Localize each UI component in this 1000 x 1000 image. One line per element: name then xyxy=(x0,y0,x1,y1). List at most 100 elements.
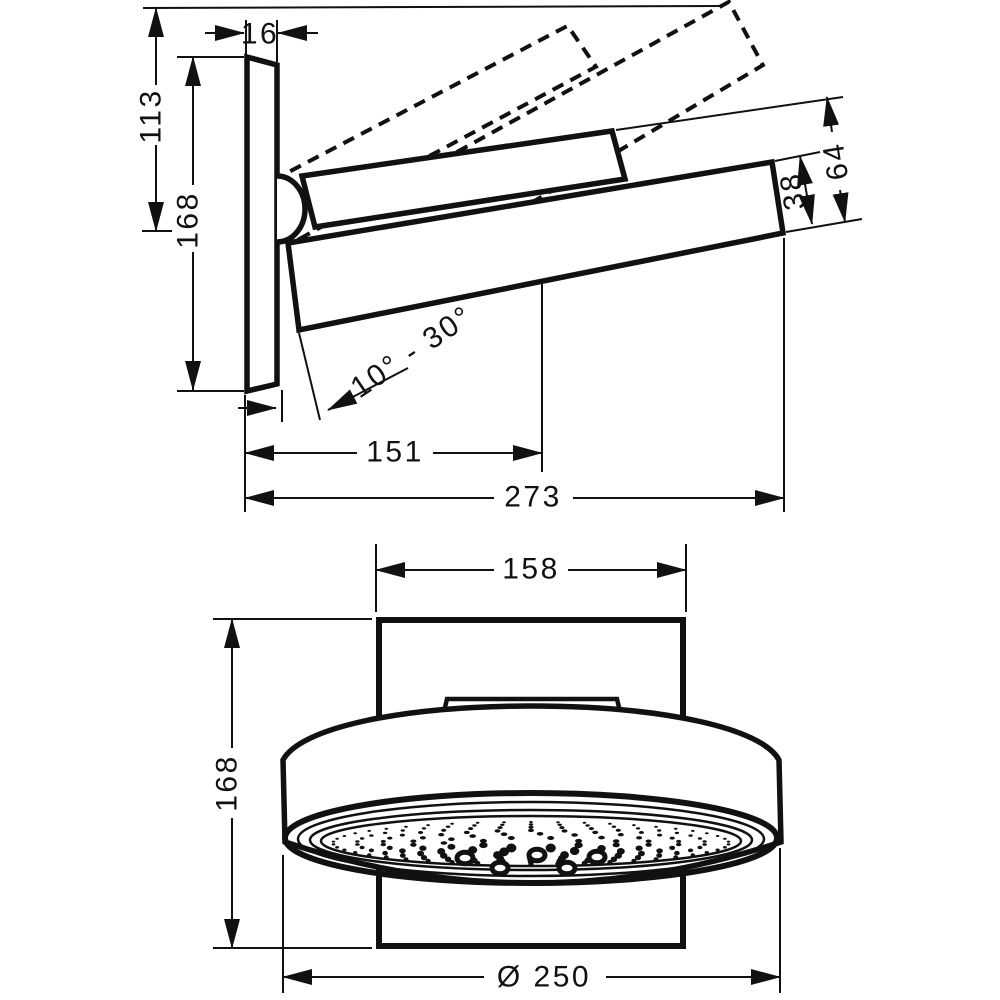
nozzle-dot xyxy=(380,839,386,843)
nozzle-dot xyxy=(425,858,431,864)
nozzle-dot xyxy=(715,848,720,852)
nozzle-dot xyxy=(479,838,487,843)
nozzle-ring xyxy=(454,849,476,867)
dim-wall-to-spray-center: 151 xyxy=(366,436,424,469)
dimension-lines-side xyxy=(148,7,849,506)
nozzle-field xyxy=(331,821,731,877)
nozzle-dot xyxy=(688,834,693,837)
nozzle-dot xyxy=(657,829,662,832)
ball-joint xyxy=(276,173,308,245)
nozzle-dot xyxy=(635,827,641,830)
nozzle-dot xyxy=(463,830,470,835)
nozzle-dot xyxy=(610,856,618,863)
nozzle-dot xyxy=(723,837,727,840)
nozzle-dot xyxy=(656,853,663,858)
nozzle-dot xyxy=(448,837,455,841)
nozzle-dot xyxy=(421,827,427,830)
nozzle-dot xyxy=(335,846,340,849)
nozzle-dot xyxy=(384,827,389,830)
spray-face-outer-rim xyxy=(282,790,780,886)
nozzle-dot xyxy=(705,832,709,835)
nozzle-dot xyxy=(426,824,430,827)
spray-face-rim-ring xyxy=(296,800,766,878)
nozzle-dot xyxy=(702,843,707,846)
dim-tip-height: 64 xyxy=(817,139,856,182)
nozzle-dot xyxy=(399,833,405,837)
nozzle-dot xyxy=(410,842,417,847)
nozzle-dot xyxy=(631,858,637,864)
nozzle-dot xyxy=(557,823,562,826)
nozzle-dot xyxy=(386,845,393,851)
nozzle-dot xyxy=(592,830,599,835)
nozzle-dot xyxy=(438,833,445,837)
nozzle-dot xyxy=(676,842,682,847)
nozzle-dot xyxy=(608,822,612,825)
dimension-lines-front xyxy=(224,562,781,985)
nozzle-dot xyxy=(617,833,624,837)
nozzle-dot xyxy=(419,845,427,851)
nozzle-dot xyxy=(612,842,620,848)
nozzle-dot xyxy=(507,836,515,840)
nozzle-dot xyxy=(638,831,645,834)
nozzle-dot xyxy=(635,845,643,851)
shower-head-side xyxy=(284,158,787,334)
nozzle-dot xyxy=(704,851,709,855)
nozzle-dot xyxy=(444,856,452,863)
nozzle-dot xyxy=(342,835,347,837)
nozzle-dot xyxy=(404,825,408,828)
nozzle-dot xyxy=(399,853,406,858)
nozzle-dot xyxy=(669,845,676,851)
nozzle-dot xyxy=(383,855,389,860)
nozzle-dot xyxy=(634,855,642,861)
nozzle-ring xyxy=(489,859,511,877)
nozzle-dot xyxy=(355,843,360,846)
nozzle-dot xyxy=(506,843,517,853)
nozzle-dot xyxy=(569,846,580,856)
nozzle-dot xyxy=(472,824,477,827)
nozzle-dot xyxy=(607,860,613,865)
nozzle-dot xyxy=(494,829,501,833)
nozzle-dot xyxy=(529,821,533,823)
nozzle-dot xyxy=(528,825,534,829)
spray-face-rim-ring xyxy=(308,808,754,872)
nozzle-dot xyxy=(366,853,372,857)
nozzle-dot xyxy=(410,839,417,843)
nozzle-dot xyxy=(353,832,358,835)
nozzle-dot xyxy=(528,828,534,833)
nozzle-dot xyxy=(691,829,695,832)
nozzle-dot xyxy=(676,839,682,843)
nozzle-ring xyxy=(526,846,548,864)
nozzle-dot xyxy=(697,845,703,850)
dim-bracket-width: 158 xyxy=(502,553,560,586)
nozzle-dot xyxy=(561,829,568,833)
nozzle-dot xyxy=(418,831,424,834)
nozzle-dot xyxy=(353,851,358,855)
nozzle-dot xyxy=(500,823,505,826)
nozzle-dot xyxy=(399,848,406,854)
nozzle-dot xyxy=(331,840,336,843)
nozzle-dot xyxy=(657,833,663,837)
nozzle-dot xyxy=(441,828,447,832)
nozzle-dot xyxy=(359,837,365,840)
nozzle-dot xyxy=(547,836,555,840)
nozzle-dot xyxy=(673,827,678,830)
nozzle-dot xyxy=(469,834,477,838)
nozzle-dot xyxy=(369,834,374,837)
dim-plate-thickness: 16 xyxy=(241,18,279,51)
nozzle-ring xyxy=(586,848,608,866)
nozzle-dot xyxy=(615,828,621,832)
nozzle-dot xyxy=(355,840,360,843)
nozzle-dot xyxy=(437,848,446,855)
nozzle-dot xyxy=(368,848,374,853)
nozzle-dot xyxy=(500,832,508,836)
nozzle-dot xyxy=(420,855,428,861)
nozzle-dot xyxy=(574,842,583,849)
nozzle-dot xyxy=(556,821,560,824)
wall-plate xyxy=(244,53,280,395)
dim-wall-to-tip: 273 xyxy=(504,481,562,514)
nozzle-dot xyxy=(697,837,703,840)
nozzle-dot xyxy=(611,825,617,828)
nozzle-dot xyxy=(690,853,696,857)
nozzle-dot xyxy=(419,836,426,840)
